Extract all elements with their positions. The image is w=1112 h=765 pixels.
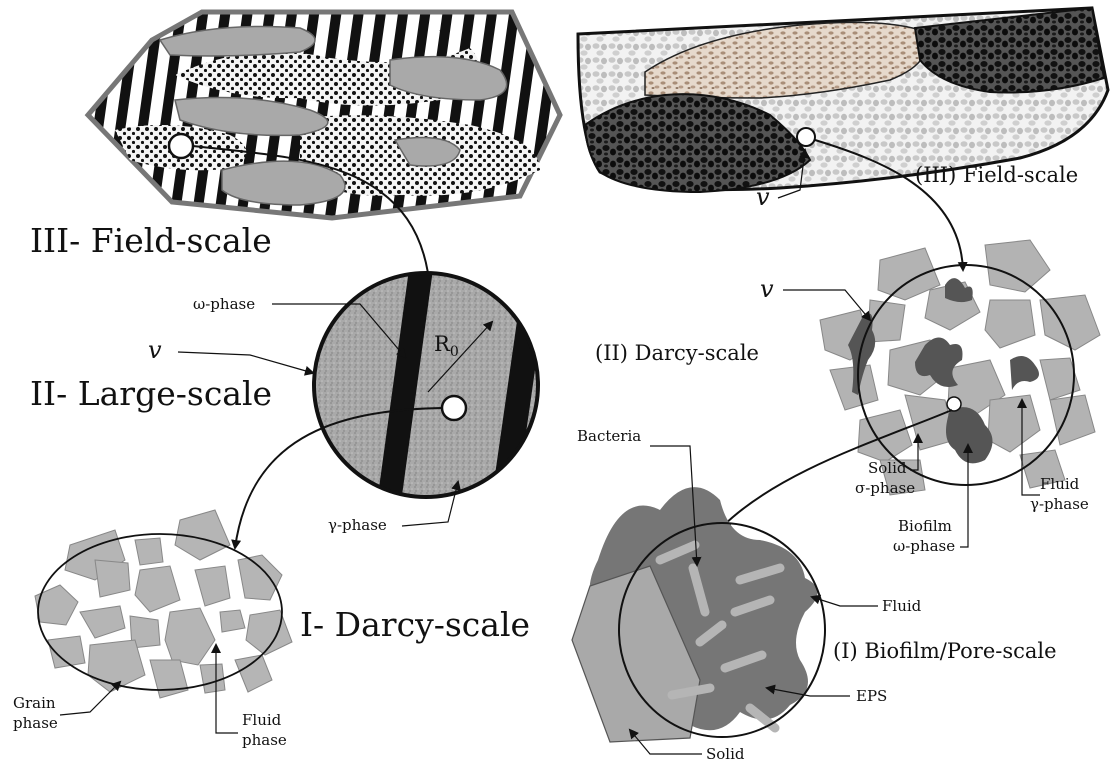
right-darcy-v-label: v [760,275,774,303]
left-large-scale-title: II- Large-scale [30,374,272,413]
eps-label: EPS [856,687,887,705]
right-darcy-scale [820,240,1100,495]
pore-solid-label: Solid [706,745,745,763]
right-darcy-scale-title: (II) Darcy-scale [595,341,759,365]
left-omega-phase-label: ω-phase [193,295,255,313]
right-pore-scale-title: (I) Biofilm/Pore-scale [833,639,1057,663]
v-pointer [178,352,313,373]
left-large-scale-circle [314,262,545,510]
bacteria-label: Bacteria [577,427,641,445]
right-field-v-label: v [756,183,770,211]
left-field-scale-title: III- Field-scale [30,221,272,260]
right-field-scale-title: (III) Field-scale [915,163,1078,187]
left-gamma-phase-label: γ-phase [328,516,387,534]
right-pore-scale [572,487,825,742]
left-field-scale [88,12,560,218]
left-darcy-scale-title: I- Darcy-scale [300,605,530,644]
left-v-label: v [148,336,162,364]
left-darcy-scale [35,510,292,698]
pore-fluid-label: Fluid [882,597,922,615]
